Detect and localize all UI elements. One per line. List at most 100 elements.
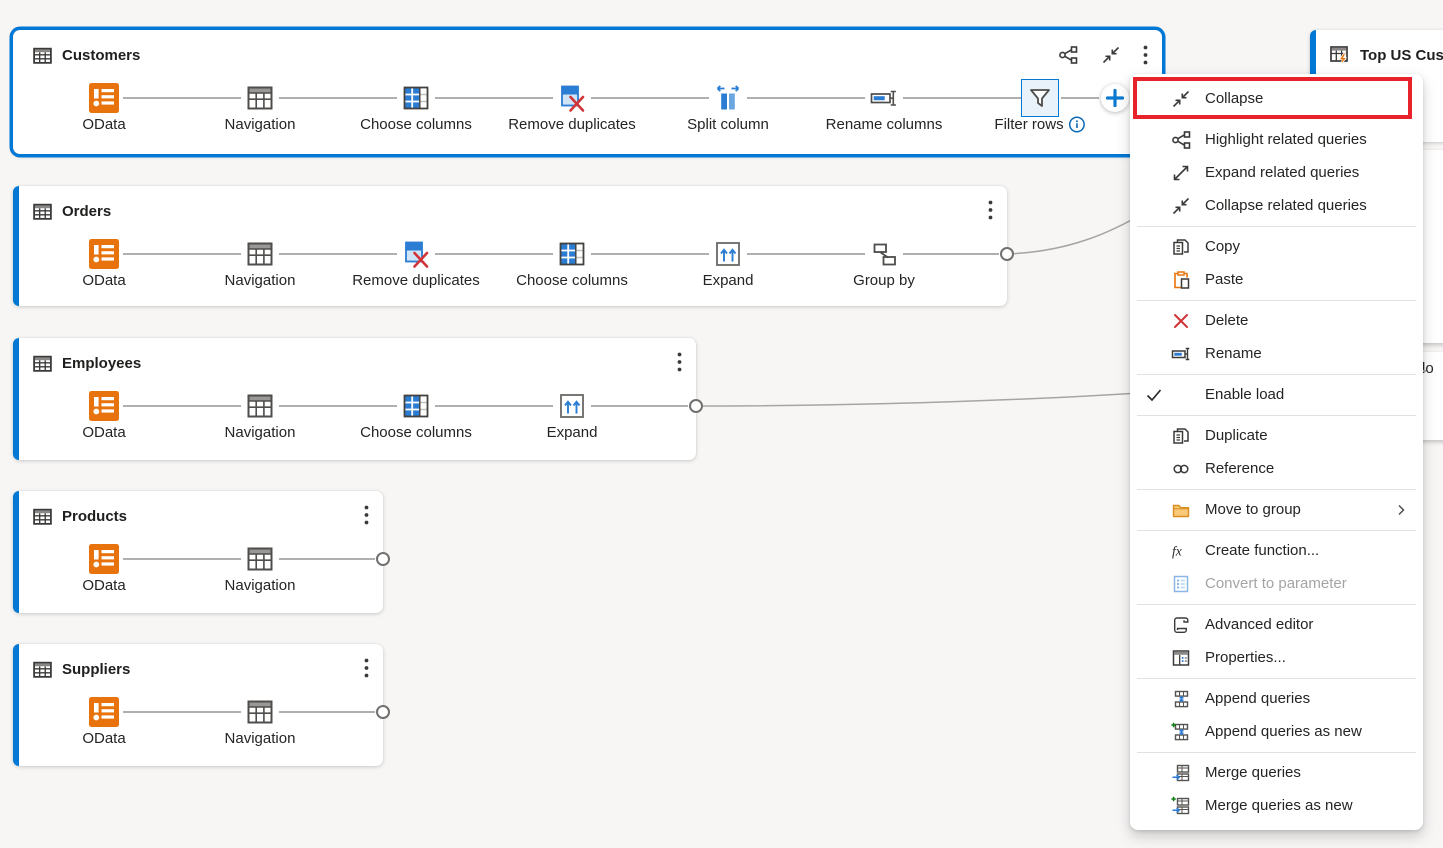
step-navigation[interactable]: Navigation	[225, 424, 296, 441]
menu-item-collapse[interactable]: Collapse	[1130, 77, 1423, 119]
menu-item-label: Expand related queries	[1205, 164, 1360, 181]
menu-item-paste[interactable]: Paste	[1130, 263, 1423, 296]
odata-icon[interactable]	[89, 83, 119, 113]
output-port[interactable]	[689, 399, 703, 413]
odata-icon[interactable]	[89, 697, 119, 727]
remove-duplicates-icon[interactable]	[401, 239, 431, 269]
step-connector-line	[279, 97, 397, 99]
append-new-icon	[1169, 721, 1193, 743]
menu-separator	[1137, 225, 1416, 227]
choose-columns-icon[interactable]	[401, 83, 431, 113]
more-options-icon[interactable]	[677, 352, 682, 372]
step-connector-line	[279, 711, 375, 713]
navigation-icon[interactable]	[245, 697, 275, 727]
step-odata[interactable]: OData	[82, 424, 125, 441]
choose-columns-icon[interactable]	[557, 239, 587, 269]
step-label: Remove duplicates	[352, 272, 480, 289]
choose-columns-icon[interactable]	[401, 391, 431, 421]
navigation-icon[interactable]	[245, 544, 275, 574]
step-group-by[interactable]: Group by	[853, 272, 915, 289]
menu-item-merge-queries[interactable]: Merge queries	[1130, 756, 1423, 789]
step-navigation[interactable]: Navigation	[225, 272, 296, 289]
navigation-icon[interactable]	[245, 83, 275, 113]
menu-item-highlight-related-queries[interactable]: Highlight related queries	[1130, 123, 1423, 156]
menu-item-reference[interactable]: Reference	[1130, 452, 1423, 485]
highlight-related-queries-icon[interactable]	[1057, 44, 1079, 66]
remove-duplicates-icon[interactable]	[557, 83, 587, 113]
split-column-icon[interactable]	[713, 83, 743, 113]
step-odata[interactable]: OData	[82, 730, 125, 747]
navigation-icon[interactable]	[245, 239, 275, 269]
step-choose-columns[interactable]: Choose columns	[360, 424, 472, 441]
menu-item-move-to-group[interactable]: Move to group	[1130, 493, 1423, 526]
group-by-icon[interactable]	[869, 239, 899, 269]
odata-icon[interactable]	[89, 544, 119, 574]
menu-item-merge-queries-as-new[interactable]: Merge queries as new	[1130, 789, 1423, 822]
card-title: Customers	[62, 46, 141, 64]
step-label: OData	[82, 272, 126, 289]
step-split-column[interactable]: Split column	[687, 116, 769, 133]
more-options-icon[interactable]	[1143, 45, 1148, 65]
collapse-icon[interactable]	[1101, 45, 1121, 65]
menu-item-enable-load[interactable]: Enable load	[1130, 378, 1423, 411]
duplicate-icon	[1169, 425, 1193, 447]
step-label: Navigation	[224, 424, 296, 441]
step-navigation[interactable]: Navigation	[225, 116, 296, 133]
menu-item-append-queries[interactable]: Append queries	[1130, 682, 1423, 715]
output-port[interactable]	[376, 705, 390, 719]
more-options-icon[interactable]	[364, 505, 369, 525]
menu-item-delete[interactable]: Delete	[1130, 304, 1423, 337]
step-navigation[interactable]: Navigation	[225, 577, 296, 594]
collapse-icon	[1169, 195, 1193, 217]
step-label: Navigation	[224, 116, 296, 133]
step-odata[interactable]: OData	[82, 116, 125, 133]
query-lightning-icon	[1329, 44, 1351, 66]
menu-item-collapse-related-queries[interactable]: Collapse related queries	[1130, 189, 1423, 222]
output-port[interactable]	[376, 552, 390, 566]
more-options-icon[interactable]	[988, 200, 993, 220]
expand-icon[interactable]	[557, 391, 587, 421]
odata-icon[interactable]	[89, 391, 119, 421]
table-icon	[32, 201, 53, 222]
menu-item-expand-related-queries[interactable]: Expand related queries	[1130, 156, 1423, 189]
menu-item-properties[interactable]: Properties...	[1130, 641, 1423, 674]
step-remove-duplicates[interactable]: Remove duplicates	[352, 272, 480, 289]
step-odata[interactable]: OData	[82, 272, 125, 289]
add-step-button[interactable]	[1100, 83, 1130, 113]
step-label: Rename columns	[825, 116, 943, 133]
output-port[interactable]	[1000, 247, 1014, 261]
step-rename-columns[interactable]: Rename columns	[826, 116, 943, 133]
menu-item-copy[interactable]: Copy	[1130, 230, 1423, 263]
card-actions	[677, 352, 682, 372]
step-filter-rows[interactable]: Filter rows	[994, 116, 1086, 133]
card-actions	[364, 658, 369, 678]
navigation-icon[interactable]	[245, 391, 275, 421]
menu-item-append-queries-as-new[interactable]: Append queries as new	[1130, 715, 1423, 748]
step-choose-columns[interactable]: Choose columns	[360, 116, 472, 133]
step-expand[interactable]: Expand	[547, 424, 598, 441]
info-icon[interactable]	[1069, 116, 1086, 133]
filter-rows-icon[interactable]	[1025, 83, 1055, 113]
table-icon	[32, 659, 53, 680]
more-options-icon[interactable]	[364, 658, 369, 678]
step-expand[interactable]: Expand	[703, 272, 754, 289]
menu-item-duplicate[interactable]: Duplicate	[1130, 419, 1423, 452]
selected-step-box[interactable]	[1021, 79, 1059, 117]
step-remove-duplicates[interactable]: Remove duplicates	[508, 116, 636, 133]
menu-item-rename[interactable]: Rename	[1130, 337, 1423, 370]
menu-item-convert-to-parameter: Convert to parameter	[1130, 567, 1423, 600]
menu-item-advanced-editor[interactable]: Advanced editor	[1130, 608, 1423, 641]
expand-icon[interactable]	[713, 239, 743, 269]
step-navigation[interactable]: Navigation	[225, 730, 296, 747]
odata-icon[interactable]	[89, 239, 119, 269]
step-connector-line	[123, 253, 241, 255]
step-choose-columns[interactable]: Choose columns	[516, 272, 628, 289]
rename-columns-icon[interactable]	[869, 83, 899, 113]
step-odata[interactable]: OData	[82, 577, 125, 594]
